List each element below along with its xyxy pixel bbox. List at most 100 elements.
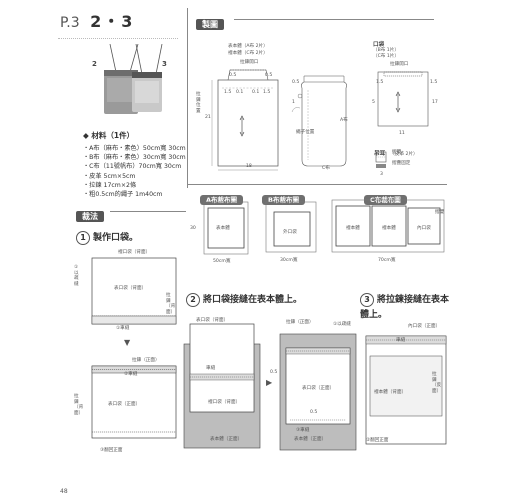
a-height: 30 (190, 226, 196, 231)
b-cutting-layout (264, 200, 320, 256)
pocket-sub1: （B布 1片） (373, 48, 399, 53)
page-header: P.3 2・3 (60, 8, 134, 32)
b-layout-tab-wrap: B布裁布圖 (262, 187, 305, 206)
num-01-a: 0.1 (236, 90, 244, 95)
tab-block: 吊耳 （皮革 2片） (374, 140, 418, 159)
side-view (290, 66, 360, 176)
pocket-sub2: （C布 1片） (373, 53, 399, 59)
label-sew-2: 車縫 (206, 366, 216, 371)
procedure-tag-wrap: 裁法 (76, 204, 104, 223)
label-fold-and-seam-2: ①以疏縫 (333, 322, 351, 327)
label-inner-body-back: 裡本體（背面） (374, 390, 407, 395)
pocket-label-block: 口袋 （B布 1片） （C布 1片） (373, 40, 399, 59)
num-3: 3 (380, 172, 383, 177)
a-cutting-layout (198, 200, 258, 260)
num-5: 5 (372, 100, 375, 105)
product-photo (90, 43, 170, 122)
num-05-c: 0.5 (292, 80, 300, 85)
label-sew-3a: 車縫 (396, 338, 406, 343)
label-fold-back: ②翻回正面 (366, 438, 389, 443)
pocket-draft (370, 64, 442, 134)
label-inner-pocket-front: 內口袋（正面） (408, 324, 441, 329)
label-sew-both: ②車縫 (124, 372, 138, 377)
num-05-b: 0.5 (265, 73, 273, 78)
photo-label-2: 2 (92, 60, 97, 68)
page-number: 48 (60, 488, 68, 495)
diagram-tag-line (234, 19, 434, 20)
c-piece3-label: 內口袋 (417, 226, 431, 231)
materials-item: ・皮革 5cm×5cm (83, 172, 136, 180)
tab-label: 吊耳 (374, 151, 386, 157)
tab-sub: （皮革 2片） (390, 152, 418, 157)
label-pocket-front-2: 表口袋（正面） (302, 386, 335, 391)
label-zip-front-b: 拉鍊（正面） (132, 358, 160, 363)
step2-diagram-b (276, 324, 360, 454)
attach-label: A布 (340, 118, 348, 123)
a-layout-tab-wrap: A布裁布圖 (200, 187, 244, 206)
a-width: 50cm寬 (213, 259, 231, 264)
page-title: 2・3 (90, 12, 135, 31)
step1-arrow-icon: ▼ (124, 338, 131, 347)
num-1-a: 1 (292, 100, 295, 105)
label-zip-back-side: 拉鍊（背面） (166, 293, 176, 315)
fold-label: 摺雙 (392, 150, 402, 155)
pocket-zip-label: 拉鍊開口 (390, 62, 409, 67)
c-cutting-layout (330, 198, 446, 258)
step2-num: 2 (186, 293, 200, 307)
step3-diagram (358, 326, 454, 450)
step1-num: 1 (76, 231, 90, 245)
materials-item: ・C布（11號帆布）70cm寬 30cm (83, 163, 182, 171)
num-18: 18 (246, 164, 252, 169)
num-01-b: 0.1 (252, 90, 260, 95)
c-width: 70cm寬 (378, 258, 396, 263)
b-piece-label: 外口袋 (283, 230, 297, 235)
b-width: 30cm寬 (280, 258, 298, 263)
page-label: P.3 (60, 15, 80, 31)
procedure-tag-line (110, 211, 186, 212)
legend-outer-body: 表本體（A布 2片） (228, 44, 268, 49)
legend-inner-body: 裡本體（C布 2片） (228, 51, 268, 56)
materials-block: ◆ 材料（1件） ・A布（麻布・素色）50cm寬 30cm・B布（麻布・素色）3… (83, 130, 186, 199)
num-15-c: 1.5 (376, 80, 384, 85)
materials-item: ・B布（麻布・素色）30cm寬 30cm (83, 154, 186, 162)
label-inner-pocket-back-2: 裡口袋（背面） (208, 400, 241, 405)
num-15-a: 1.5 (224, 90, 232, 95)
materials-item: ・拉鍊 17cm×2條 (83, 181, 137, 189)
label-baste-side: ①以疏縫 (74, 265, 79, 287)
step2-arrow-icon: ▶ (266, 378, 273, 387)
b-layout-tab: B布裁布圖 (262, 195, 305, 205)
label-body-front: 表本體（正面） (210, 437, 243, 442)
photo-label-3: 3 (162, 60, 167, 68)
materials-item: ・粗0.5cm的繩子 1m40cm (83, 191, 163, 199)
num-15-d: 1.5 (430, 80, 438, 85)
label-zip-front-2: 拉鍊（正面） (286, 320, 314, 325)
a-piece-label: 表本體 (216, 226, 230, 231)
zip-side-label: 拉鍊位置 (196, 92, 201, 114)
label-zip-open: 拉鍊（反面） (432, 372, 442, 394)
label-body-front-b: 表本體（正面） (294, 437, 327, 442)
cutting-top-line (187, 184, 447, 185)
diagram-tag: 製圖 (196, 19, 224, 30)
step3-num: 3 (360, 293, 374, 307)
body-draft (208, 58, 308, 178)
materials-list: ・A布（麻布・素色）50cm寬 30cm・B布（麻布・素色）30cm寬 30cm… (83, 144, 186, 199)
a-layout-tab: A布裁布圖 (200, 195, 244, 205)
c-fold-note: 摺雙 (435, 210, 445, 215)
label-05-bottom: 0.5 (310, 410, 318, 415)
label-fold-edge: ③翻回正面 (100, 448, 123, 453)
label-sew1: ①車縫 (116, 326, 130, 331)
tab-draft (374, 148, 434, 172)
label-outer-pocket-front-b: 表口袋（正面） (108, 402, 141, 407)
step1-diagram-b (84, 356, 184, 446)
bullet-icon: ◆ (83, 131, 92, 140)
label-outer-pocket-back-2: 表口袋（背面） (196, 318, 229, 323)
header-dotted-line (58, 38, 178, 39)
zip-opening-label: 拉鍊開口 (240, 60, 259, 65)
c-piece2-label: 裡本體 (382, 226, 396, 231)
vertical-divider (187, 8, 188, 188)
diagram-tag-wrap: 製圖 (196, 12, 224, 31)
c-piece1-label: 裡本體 (346, 226, 360, 231)
materials-title: ◆ 材料（1件） (83, 131, 135, 140)
